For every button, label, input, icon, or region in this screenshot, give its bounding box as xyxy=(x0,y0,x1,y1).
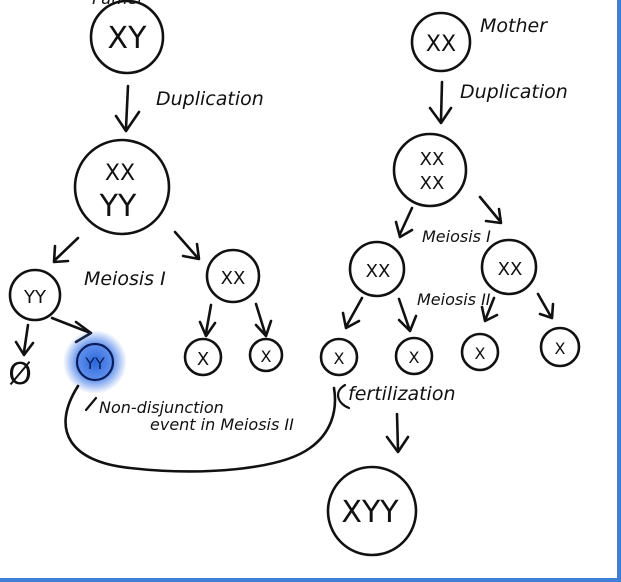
father-cell xyxy=(89,0,165,75)
father-meiosis1-left-arrow xyxy=(52,236,80,264)
mother-meiosis2-arrow-2 xyxy=(397,297,418,333)
mother-meiosis2-label: Meiosis II xyxy=(417,290,491,309)
mother-duplication-arrow xyxy=(428,80,453,125)
father-duplicated-cell xyxy=(73,138,171,236)
father-meiosis1-right-genotype: XX xyxy=(221,268,246,289)
mother-meiosis1-right-cell xyxy=(480,238,538,296)
nondisjunction-pointer xyxy=(84,396,98,412)
mother-meiosis1-left-cell xyxy=(348,240,406,298)
mother-meiosis2-arrow-4 xyxy=(536,292,555,320)
father-gamete-x1-cell xyxy=(183,337,223,377)
father-gamete-x2: X xyxy=(261,347,272,366)
mother-meiosis1-left-genotype: XX xyxy=(366,261,391,282)
nondisjunction-highlight xyxy=(63,330,127,394)
offspring-arrow xyxy=(385,412,410,454)
mother-gamete-3-cell xyxy=(460,332,500,372)
father-meiosis2-arrow-3 xyxy=(198,303,217,338)
mother-cell xyxy=(410,11,472,73)
mother-gamete-2-cell xyxy=(394,336,434,376)
mother-meiosis1-right-genotype: XX xyxy=(498,259,523,280)
mother-meiosis1-label: Meiosis I xyxy=(422,227,491,246)
father-duplicated-top: XX xyxy=(105,161,135,186)
father-meiosis1-right-cell xyxy=(205,248,261,304)
father-gamete-yy: YY xyxy=(84,354,105,373)
offspring-cell xyxy=(326,465,418,557)
fertilization-label: fertilization xyxy=(348,383,456,405)
father-meiosis1-left-cell xyxy=(8,268,62,322)
mother-meiosis1-right-arrow xyxy=(478,195,503,225)
father-duplicated-bottom: YY xyxy=(99,189,137,224)
mother-meiosis1-left-arrow xyxy=(394,206,414,239)
fertilization-brace xyxy=(336,383,351,410)
mother-gamete-4-cell xyxy=(539,326,581,368)
father-gamete-yy-cell xyxy=(75,342,115,382)
father-gamete-empty: Ø xyxy=(8,357,32,392)
fertilization-curve xyxy=(64,384,337,473)
mother-meiosis2-arrow-3 xyxy=(480,296,499,323)
father-meiosis2-arrow-4 xyxy=(254,302,273,338)
mother-duplicated-top: XX xyxy=(420,149,445,170)
mother-gamete-2: X xyxy=(409,348,420,367)
mother-gamete-3: X xyxy=(475,344,486,363)
nondisjunction-label-line1: Non-disjunction xyxy=(99,398,224,417)
father-duplication-label: Duplication xyxy=(156,88,264,110)
father-meiosis1-left-genotype: YY xyxy=(23,287,47,308)
mother-label: Mother xyxy=(480,15,548,37)
father-genotype: XY xyxy=(108,21,148,56)
father-meiosis1-label: Meiosis I xyxy=(84,268,166,290)
father-label: Father xyxy=(92,0,145,8)
father-meiosis2-arrow-1 xyxy=(14,323,35,357)
offspring-genotype: XYY xyxy=(341,495,399,530)
nondisjunction-label-line2: event in Meiosis II xyxy=(150,415,294,434)
mother-duplication-label: Duplication xyxy=(460,81,568,103)
mother-meiosis2-arrow-1 xyxy=(341,296,364,330)
mother-duplicated-bottom: XX xyxy=(420,173,445,194)
mother-gamete-1: X xyxy=(334,349,345,368)
mother-genotype: XX xyxy=(426,32,456,57)
father-gamete-x2-cell xyxy=(248,337,284,373)
mother-duplicated-cell xyxy=(392,132,468,208)
father-meiosis1-right-arrow xyxy=(173,230,201,261)
father-duplication-arrow xyxy=(114,84,141,133)
mother-gamete-1-cell xyxy=(319,337,359,377)
mother-gamete-4: X xyxy=(555,339,566,358)
father-gamete-x1: X xyxy=(197,349,209,370)
